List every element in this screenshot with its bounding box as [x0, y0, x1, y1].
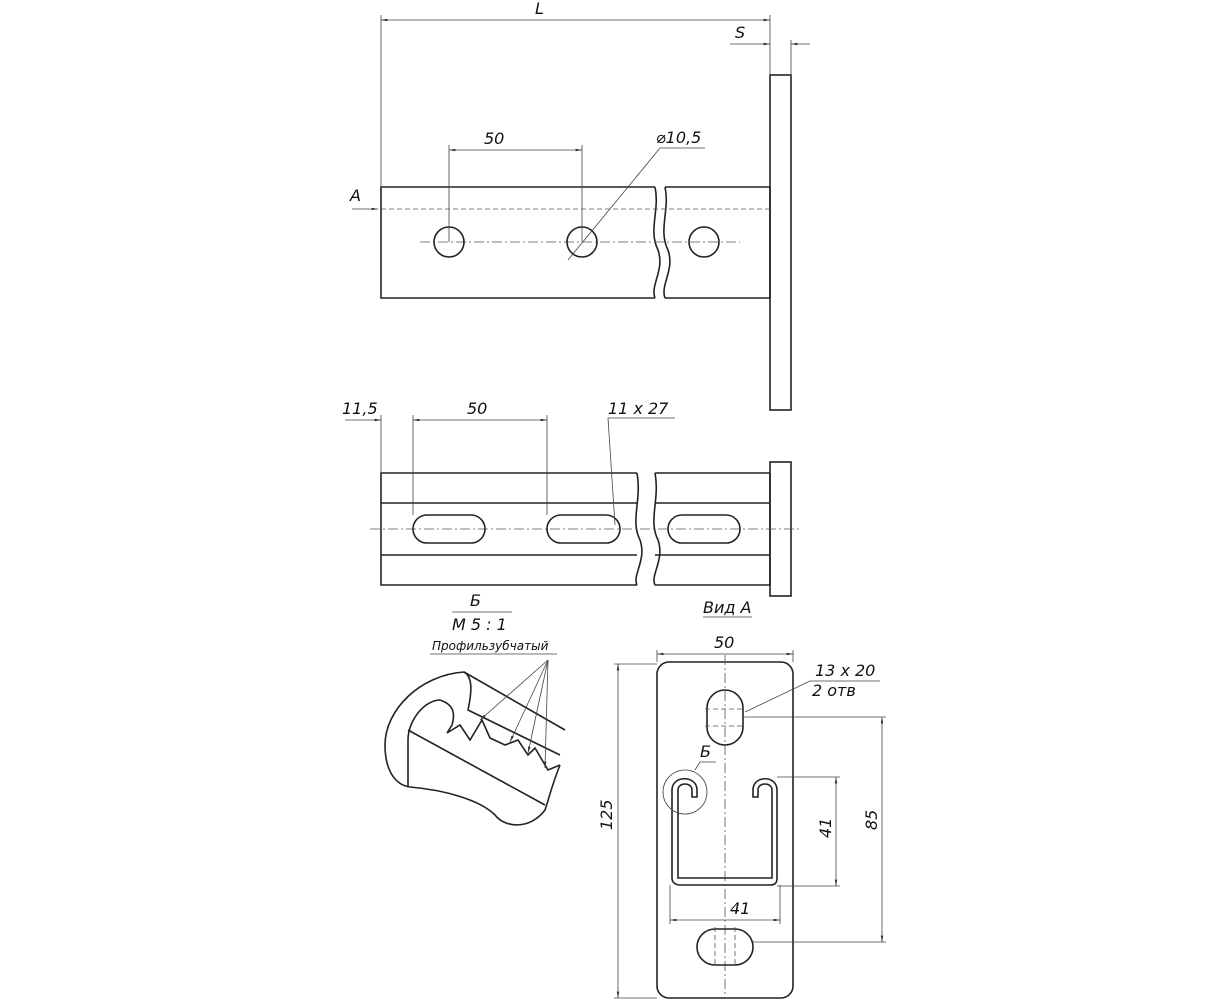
- bracket-body-right: [665, 186, 771, 299]
- slot-count: 2 отв: [812, 681, 856, 700]
- hole: [688, 226, 720, 258]
- dim-profile-width: 41: [730, 899, 750, 918]
- dim-pitch: 50: [484, 129, 504, 148]
- dim-slot-spacing: 85: [862, 810, 881, 830]
- dim-thickness: S: [735, 23, 745, 42]
- bracket-body-left: [380, 186, 655, 299]
- slot-bottom: [696, 928, 754, 966]
- profile-outline: [384, 671, 561, 826]
- slot-top: [706, 689, 744, 746]
- dim-pitch: 50: [467, 399, 487, 418]
- detail-ref: Б: [700, 742, 711, 761]
- dim-height: 125: [597, 799, 616, 830]
- top-view: L S 50 ⌀10,5 A: [349, 0, 810, 411]
- dim-offset: 11,5: [342, 399, 378, 418]
- slot-size: 11 x 27: [608, 399, 669, 418]
- detail-label: Б: [470, 591, 481, 610]
- view-a: Вид А Б 50 125 85 41 41 13 x 20 2 отв: [597, 598, 886, 999]
- side-view: 11,5 50 11 x 27: [342, 399, 800, 597]
- break-line: [663, 186, 671, 299]
- dim-width: 50: [714, 633, 734, 652]
- break-line: [635, 472, 643, 586]
- dim-profile-height: 41: [816, 818, 835, 838]
- break-line: [653, 186, 661, 299]
- slot: [546, 514, 621, 544]
- slot: [667, 514, 741, 544]
- hole-diameter: ⌀10,5: [656, 128, 701, 147]
- teeth: [446, 718, 561, 772]
- slot: [412, 514, 486, 544]
- slot-size: 13 x 20: [815, 661, 875, 680]
- detail-circle: [662, 769, 708, 815]
- detail-scale: М 5 : 1: [452, 615, 507, 634]
- view-arrow-label: A: [349, 186, 361, 205]
- channel-profile: [671, 777, 778, 886]
- break-line: [653, 472, 661, 586]
- dim-length: L: [535, 0, 544, 18]
- detail-b: Б М 5 : 1 Профильзубчатый: [384, 591, 566, 826]
- mounting-plate: [769, 74, 792, 411]
- view-a-title: Вид А: [703, 598, 751, 617]
- leader-line: [567, 147, 705, 261]
- profile-note: Профильзубчатый: [432, 639, 549, 653]
